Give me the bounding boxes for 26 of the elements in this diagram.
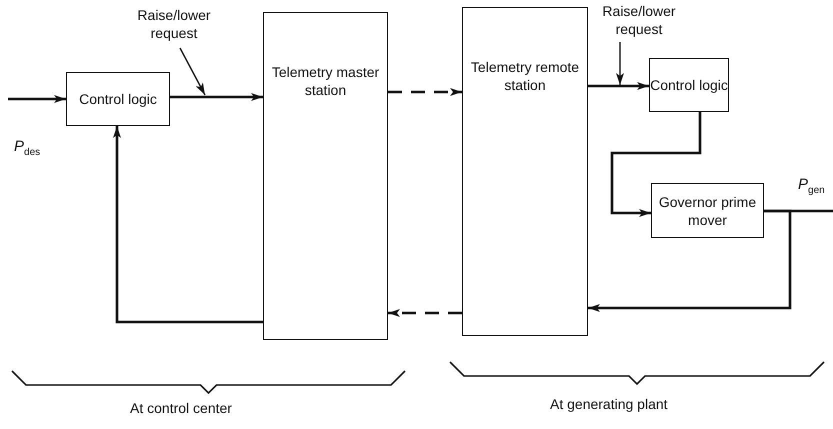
arrow	[113, 126, 263, 324]
arrow	[8, 95, 66, 103]
process-box	[651, 183, 764, 238]
group-label: At control center	[130, 400, 232, 416]
box-label: Telemetry master station	[270, 63, 380, 99]
group-label: At generating plant	[550, 396, 668, 412]
process-box	[462, 7, 588, 336]
arrow	[610, 112, 702, 217]
box-label: Control logic	[650, 76, 728, 94]
annotation-text: Raise/lower request	[118, 6, 230, 46]
arrow	[588, 82, 649, 90]
process-box	[649, 58, 729, 112]
box-label: Telemetry remote station	[470, 58, 580, 94]
arrow	[588, 210, 792, 312]
box-label: Governor prime mover	[658, 192, 758, 228]
arrow	[388, 309, 462, 317]
arrow	[170, 93, 263, 101]
arrow	[388, 88, 462, 96]
signal-label: P$_{gen}$	[798, 176, 825, 196]
leader-line	[616, 42, 624, 85]
leader-line	[179, 48, 206, 96]
annotation-text: Raise/lower request	[594, 2, 684, 40]
process-box	[263, 12, 388, 340]
box-label: Control logic	[79, 90, 157, 108]
process-box	[66, 72, 170, 126]
signal-label: P$_{des}$	[14, 138, 40, 158]
